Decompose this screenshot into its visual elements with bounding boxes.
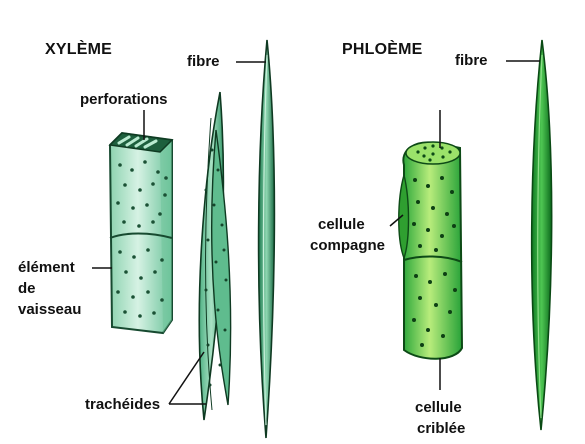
- vessel-element-label-3: vaisseau: [18, 300, 81, 319]
- companion-cell-label-1: cellule: [318, 215, 365, 234]
- tracheids: [199, 92, 230, 420]
- phloem-fibre-label: fibre: [455, 51, 488, 70]
- vessel-element: [110, 133, 172, 333]
- vessel-element-label-1: élément: [18, 258, 75, 277]
- sieve-cell-label-2: criblée: [417, 419, 465, 438]
- perforations-label: perforations: [80, 90, 168, 109]
- phloem-title: PHLOÈME: [342, 40, 423, 59]
- phloem-fibre: [532, 40, 552, 430]
- xylem-fibre: [259, 40, 275, 438]
- sieve-cell-label-1: cellule: [415, 398, 462, 417]
- companion-cell-label-2: compagne: [310, 236, 385, 255]
- xylem-title: XYLÈME: [45, 40, 112, 59]
- vessel-element-label-2: de: [18, 279, 36, 298]
- tracheides-label: trachéides: [85, 395, 160, 414]
- sieve-tube: [399, 142, 462, 359]
- xylem-fibre-label: fibre: [187, 52, 220, 71]
